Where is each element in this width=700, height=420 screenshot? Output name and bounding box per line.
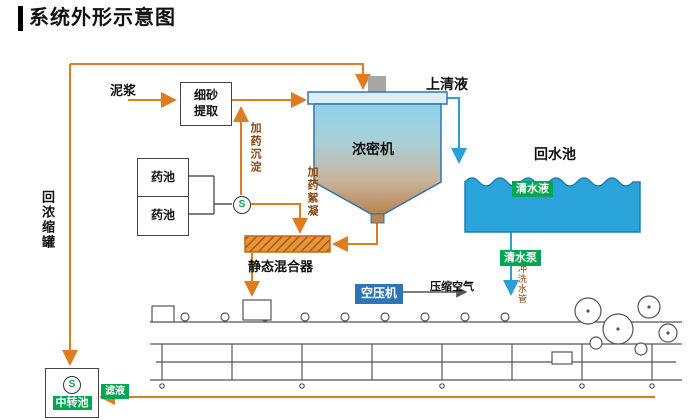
thickener-body (313, 103, 442, 215)
recirculation-pipe-top (70, 63, 371, 90)
thickener-agitator-motor (368, 76, 386, 94)
press-roller-cluster (574, 295, 678, 356)
transfer-pool-label: 中转池 (52, 395, 92, 411)
page-title: 系统外形示意图 (18, 6, 176, 31)
press-motor (551, 351, 573, 365)
supernatant-pipe (447, 97, 467, 164)
static-mixer-label: 静态混合器 (248, 259, 314, 274)
clean-water-pump-tag: 清水泵 (500, 250, 541, 267)
thickener-label: 浓密机 (352, 141, 394, 157)
clean-water-tag: 清水液 (512, 181, 553, 198)
chemical-tank-1-label: 药池 (150, 170, 175, 185)
transfer-pump-icon: S (63, 375, 81, 394)
chemical-tank-connectors (187, 175, 232, 215)
filtrate-tag: 滤液 (101, 384, 129, 399)
chemical-tank-2-label: 药池 (150, 208, 175, 223)
supernatant-label: 上清液 (426, 76, 468, 92)
node-transfer-pool: S 中转池 (45, 368, 99, 418)
dosing-to-mixer-pipe (251, 203, 308, 234)
air-compressor-tag: 空压机 (355, 284, 404, 304)
sand-extraction-label: 细砂提取 (193, 88, 218, 118)
node-sand-extraction: 细砂提取 (180, 82, 232, 126)
dosing-sedimentation-label: 加药沉淀 (249, 122, 261, 174)
static-mixer-shape (244, 235, 331, 253)
flush-pipe-label: 冲洗水管 (517, 264, 527, 304)
dosing-flocculation-label: 加药絮凝 (306, 166, 318, 218)
node-chemical-tank-2: 药池 (137, 196, 189, 236)
press-frame (150, 344, 682, 389)
node-chemical-tank-1: 药池 (137, 158, 189, 198)
dosing-pump-icon: S (233, 196, 251, 214)
press-feed-box (242, 299, 272, 321)
return-pool-label: 回水池 (534, 146, 576, 162)
orange-flow-lines (62, 63, 655, 405)
thickener-outlet-pipe (332, 222, 378, 252)
mud-label: 泥浆 (110, 83, 137, 98)
return-thickener-label: 回浓缩罐 (40, 190, 55, 250)
compressed-air-label: 压缩空气 (430, 281, 474, 293)
thickener-outlet (370, 213, 385, 224)
thickener-tank (307, 76, 448, 224)
belt-filter-press (150, 295, 682, 389)
press-small-rollers (180, 312, 510, 322)
press-left-box (151, 305, 175, 323)
